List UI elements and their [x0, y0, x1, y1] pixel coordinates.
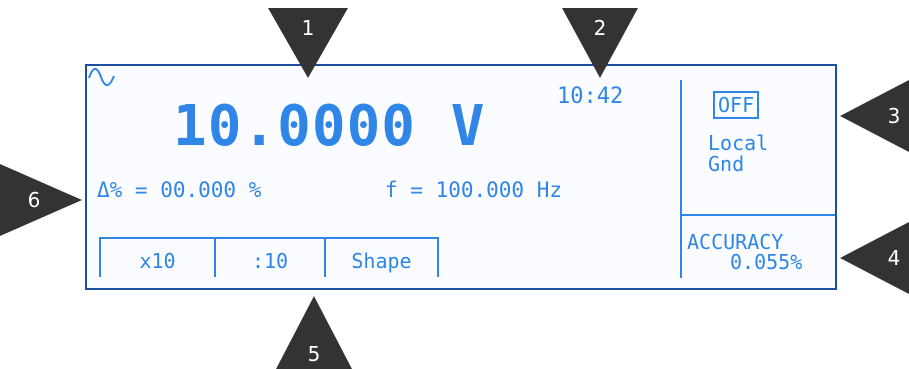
output-state-badge: OFF — [713, 91, 760, 119]
delta-percent: Δ% = 00.000 % — [97, 178, 262, 202]
callout-1-number: 1 — [301, 16, 315, 40]
clock: 10:42 — [557, 84, 624, 109]
callout-5-number: 5 — [307, 342, 321, 366]
callout-4-number: 4 — [887, 246, 901, 270]
callout-2: 2 — [562, 8, 638, 78]
sine-wave-icon — [88, 67, 115, 87]
calibrator-display: 10.0000 V 10:42 Δ% = 00.000 % f = 100.00… — [85, 64, 837, 290]
softkey-divide-10[interactable]: :10 — [214, 239, 324, 277]
accuracy-label: ACCURACY — [687, 230, 784, 254]
callout-2-number: 2 — [593, 16, 607, 40]
horizontal-divider — [680, 214, 835, 216]
gnd-label: Gnd — [708, 152, 745, 176]
callout-3: 3 — [840, 80, 909, 152]
local-label: Local — [708, 131, 769, 155]
callout-3-number: 3 — [887, 104, 901, 128]
callout-6-number: 6 — [27, 188, 41, 212]
frequency: f = 100.000 Hz — [385, 178, 563, 202]
callout-4: 4 — [840, 222, 909, 294]
callout-6: 6 — [0, 164, 82, 236]
callout-1: 1 — [268, 8, 348, 78]
vertical-divider — [680, 80, 682, 278]
softkey-shape[interactable]: Shape — [324, 239, 439, 277]
callout-5: 5 — [276, 296, 352, 369]
output-value: 10.0000 V — [173, 94, 486, 159]
softkey-bar: x10 :10 Shape — [99, 237, 439, 277]
softkey-x10[interactable]: x10 — [99, 239, 214, 277]
accuracy-value: 0.055% — [730, 250, 803, 274]
